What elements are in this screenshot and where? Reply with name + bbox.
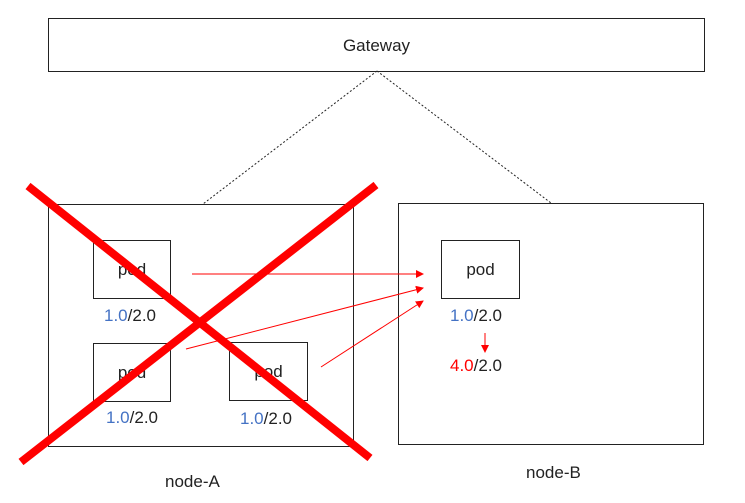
node-a-label: node-A <box>165 472 220 491</box>
limit-value: 2.0 <box>478 356 503 375</box>
pod-1-resource-ratio: 1.0/2.0 <box>104 306 156 326</box>
gateway-label: Gateway <box>342 36 411 55</box>
overload-value: 4.0 <box>450 356 474 375</box>
node-a-pod-1: pod <box>93 240 171 299</box>
gateway-box: Gateway <box>48 18 705 72</box>
pod-label: pod <box>117 362 147 382</box>
current-value: 1.0 <box>104 306 128 325</box>
ratio-separator: / <box>473 356 479 375</box>
pod-label: pod <box>117 259 147 279</box>
pod-label: pod <box>254 361 283 381</box>
node-b-pod-resource-ratio: 1.0/2.0 <box>450 306 502 326</box>
pod-label: pod <box>466 259 495 279</box>
node-b-label: node-B <box>526 463 581 482</box>
node-b-pod: pod <box>441 240 520 299</box>
limit-value: 2.0 <box>132 306 157 325</box>
pod-2-resource-ratio: 1.0/2.0 <box>106 408 158 428</box>
limit-value: 2.0 <box>478 306 503 325</box>
limit-value: 2.0 <box>268 409 293 428</box>
node-a-pod-2: pod <box>93 343 171 402</box>
limit-value: 2.0 <box>134 408 159 427</box>
current-value: 1.0 <box>106 408 130 427</box>
gateway-link-node-a <box>202 70 378 205</box>
node-b-overload-ratio: 4.0/2.0 <box>450 356 502 376</box>
current-value: 1.0 <box>240 409 264 428</box>
current-value: 1.0 <box>450 306 474 325</box>
pod-3-resource-ratio: 1.0/2.0 <box>240 409 292 429</box>
ratio-separator: / <box>473 306 479 325</box>
node-a-pod-3: pod <box>229 342 308 401</box>
gateway-link-node-b <box>376 70 552 204</box>
